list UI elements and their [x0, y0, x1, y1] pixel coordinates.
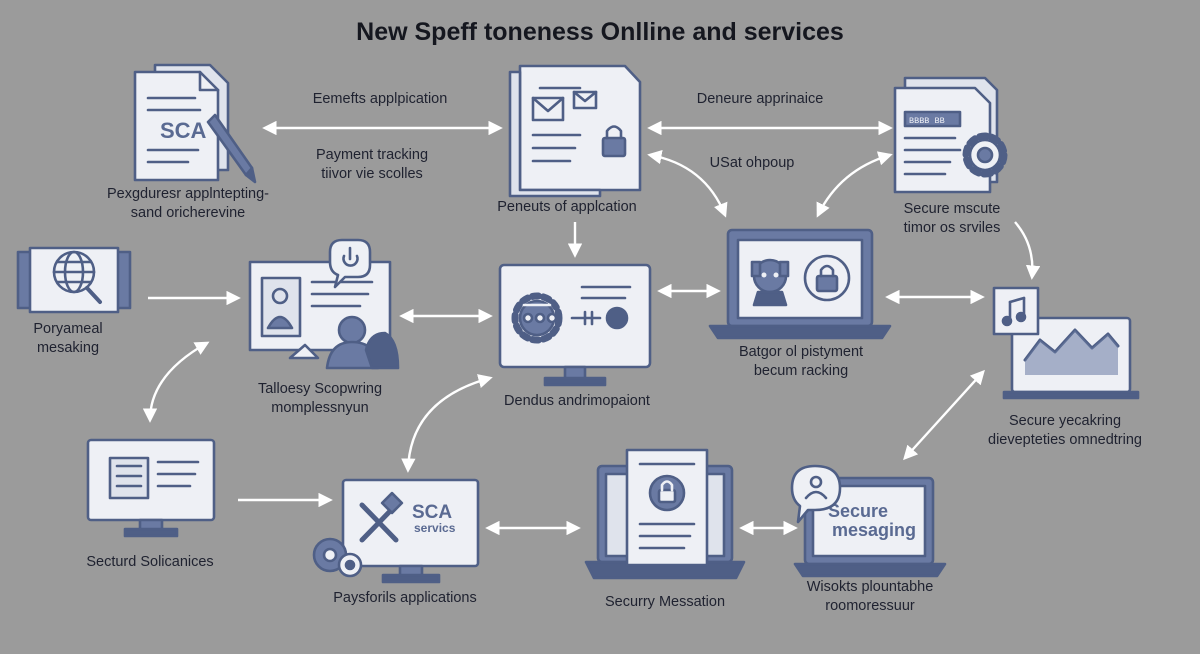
monitor-gear-icon [498, 263, 652, 387]
laptop-lock-document-icon [584, 448, 746, 580]
arrow-envelope-doc-to-laptop [647, 149, 728, 218]
document-gear-icon: BBBB BB [893, 76, 1008, 194]
label-batgor: Batgor ol pistyment becum racking [738, 344, 864, 379]
label-personal-messaging: Poryameal mesaking [33, 321, 103, 356]
svg-text:Secure: Secure [828, 501, 888, 521]
sca-services-tools-monitor-icon: SCA servics [312, 478, 480, 584]
label-deneure: Deneure apprinaice [696, 91, 824, 107]
profile-card-chat-icon [248, 238, 400, 370]
label-secure-yecakring: Secure yecakring dievepteties omnedtring [988, 413, 1142, 448]
laptop-secure-messaging-icon: Secure mesaging [790, 464, 947, 578]
small-monitor-document-icon [86, 438, 216, 538]
svg-text:SCA: SCA [412, 502, 452, 523]
label-sca-document: Pexgduresr applntepting- sand oricherevi… [106, 186, 270, 221]
svg-text:BBBB BB: BBBB BB [909, 116, 945, 126]
label-securry-messation: Securry Messation [604, 594, 726, 610]
label-talloesy: Talloesy Scopwring momplessnyun [257, 381, 383, 416]
music-chart-monitor-icon [992, 286, 1140, 400]
globe-screen-icon [16, 246, 132, 314]
laptop-robot-lock-icon [708, 228, 892, 340]
svg-text:servics: servics [414, 521, 456, 535]
label-payment-tracking: Payment tracking tiivor vie scolles [315, 147, 429, 182]
diagram-title: New Speff toneness Onlline and services [356, 18, 844, 46]
label-wisokts: Wisokts plountabhe roomoressuur [806, 579, 934, 614]
document-envelope-lock-icon [508, 64, 642, 198]
label-peneuts: Peneuts of applcation [497, 199, 637, 215]
label-paysforils: Paysforils applications [333, 590, 477, 606]
arrow-screen-doc-to-music-monitor [1014, 221, 1041, 280]
label-benefits-application: Eemefts applpication [312, 91, 448, 107]
arrow-profile-to-small-monitor [142, 341, 210, 423]
svg-text:SCA: SCA [160, 118, 207, 143]
label-dendus: Dendus andrimopaiont [504, 393, 650, 409]
svg-text:mesaging: mesaging [832, 520, 916, 540]
arrow-music-monitor-to-chat-laptop [903, 369, 985, 461]
arrow-laptop-to-screen-doc [816, 151, 893, 218]
label-secure-mscute: Secure mscute timor os srviles [903, 201, 1001, 236]
connector-arrows [142, 120, 1041, 536]
label-secturd: Secturd Solicanices [86, 554, 214, 570]
sca-document-pen-icon: SCA [133, 63, 257, 184]
label-usat: USat ohpoup [709, 155, 795, 171]
arrow-gear-monitor-to-sca-services [401, 374, 493, 473]
